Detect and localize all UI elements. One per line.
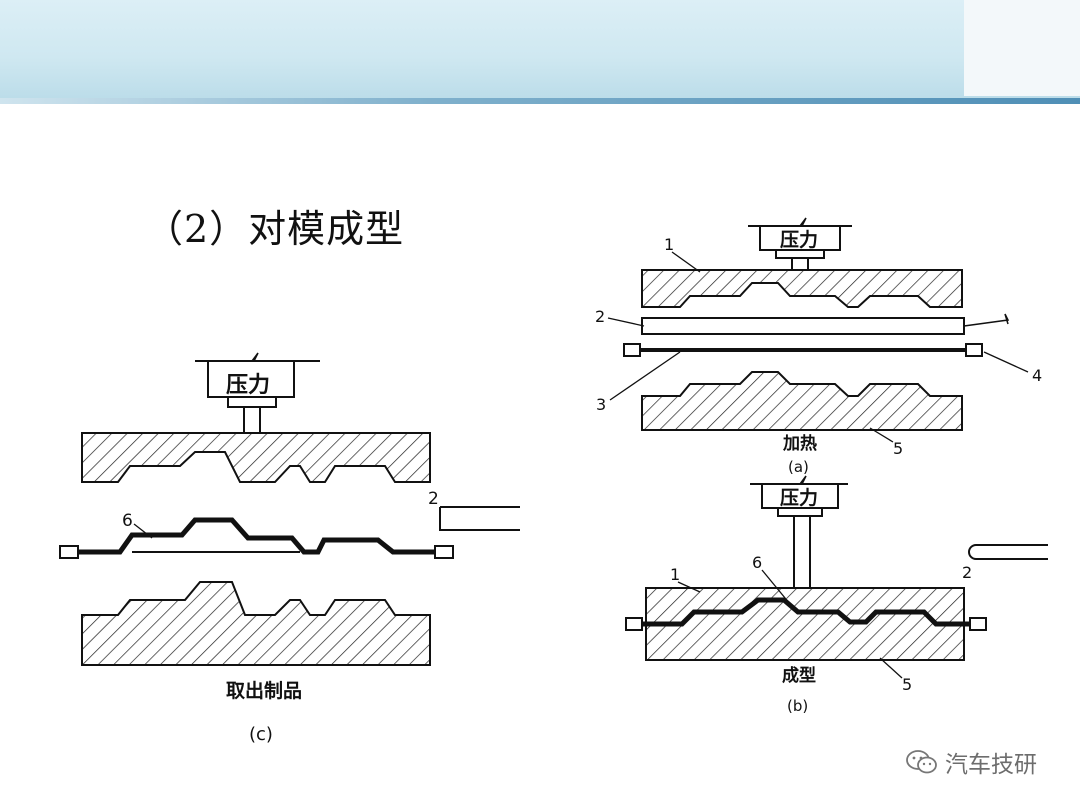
watermark-text: 汽车技研 [945,752,1037,778]
panel-a: 压力 1 2 3 4 5 加热 (a) [595,217,1042,476]
watermark: 汽车技研 [905,745,1037,779]
panel-a-heater [641,317,965,335]
panel-b-clamp-left [625,617,643,631]
panel-b-label-1: 1 [670,565,680,584]
panel-c-label-2: 2 [428,489,439,509]
panel-a-heater-cable [963,313,1010,327]
panel-a-pressure-label: 压力 [780,228,818,251]
header-band [0,0,1080,104]
panel-b-tag: (b) [787,697,808,715]
panel-a-press-zigzag [799,217,807,227]
panel-c: 压力 6 2 取出制品 (c) [59,352,520,745]
slide-title: （2）对模成型 [145,207,405,251]
panel-a-clamp-left [623,343,641,357]
panel-b-leader-1 [677,581,701,593]
header-accent-line [0,98,1080,104]
header-corner-box [964,0,1080,96]
panel-a-upper-mold [641,269,963,308]
panel-c-press-box [207,360,295,398]
panel-c-caption: 取出制品 [226,679,302,702]
panel-b-mold [645,587,965,661]
panel-b-press-zigzag [799,475,807,485]
panel-a-label-3: 3 [596,395,606,414]
wechat-icon [906,750,937,774]
panel-b-product [642,597,970,627]
panel-a-label-4: 4 [1032,366,1042,385]
panel-b-press-box [761,483,839,509]
panel-c-product [78,517,435,555]
panel-c-press-rod [243,406,261,434]
panel-b-heater [968,544,1048,560]
panel-a-press-rod [791,257,809,271]
panel-a-press-plate [775,249,825,259]
panel-a-caption: 加热 [782,433,817,454]
panel-c-press-zigzag [251,352,259,362]
panel-a-leader-3 [609,351,681,401]
panel-c-lower-mold [81,581,431,666]
panel-c-press-plate [227,396,277,408]
panel-b-label-2: 2 [962,563,972,582]
panel-a-label-1: 1 [664,235,674,254]
panel-b: 压力 1 6 2 5 成型 (b) [625,475,1048,715]
panel-b-caption: 成型 [782,665,816,686]
panel-c-tag: (c) [249,724,273,745]
panel-a-label-5: 5 [893,439,903,458]
panel-c-clamp-right [434,545,454,559]
panel-b-pressure-label: 压力 [780,486,818,509]
panel-b-label-5: 5 [902,675,912,694]
panel-a-leader-4 [983,351,1029,373]
panel-a-leader-1 [671,251,701,273]
panel-b-press-plate [777,507,823,517]
panel-b-label-6: 6 [752,553,762,572]
panel-a-clamp-right [965,343,983,357]
panel-c-pressure-label: 压力 [226,373,270,398]
panel-a-leader-5 [869,427,894,443]
panel-c-upper-mold [81,432,431,483]
panel-c-clamp-left [59,545,79,559]
panel-a-leader-2 [607,317,645,327]
panel-c-leader-6 [133,523,153,539]
panel-b-press-rod [793,515,811,589]
panel-a-tag: (a) [788,458,809,476]
panel-a-label-2: 2 [595,307,605,326]
panel-a-lower-mold [641,371,963,431]
panel-b-clamp-right [969,617,987,631]
panel-b-leader-5 [879,657,903,679]
panel-c-label-6: 6 [122,511,133,531]
panel-c-heater [439,506,520,531]
panel-b-leader-6 [761,569,791,605]
